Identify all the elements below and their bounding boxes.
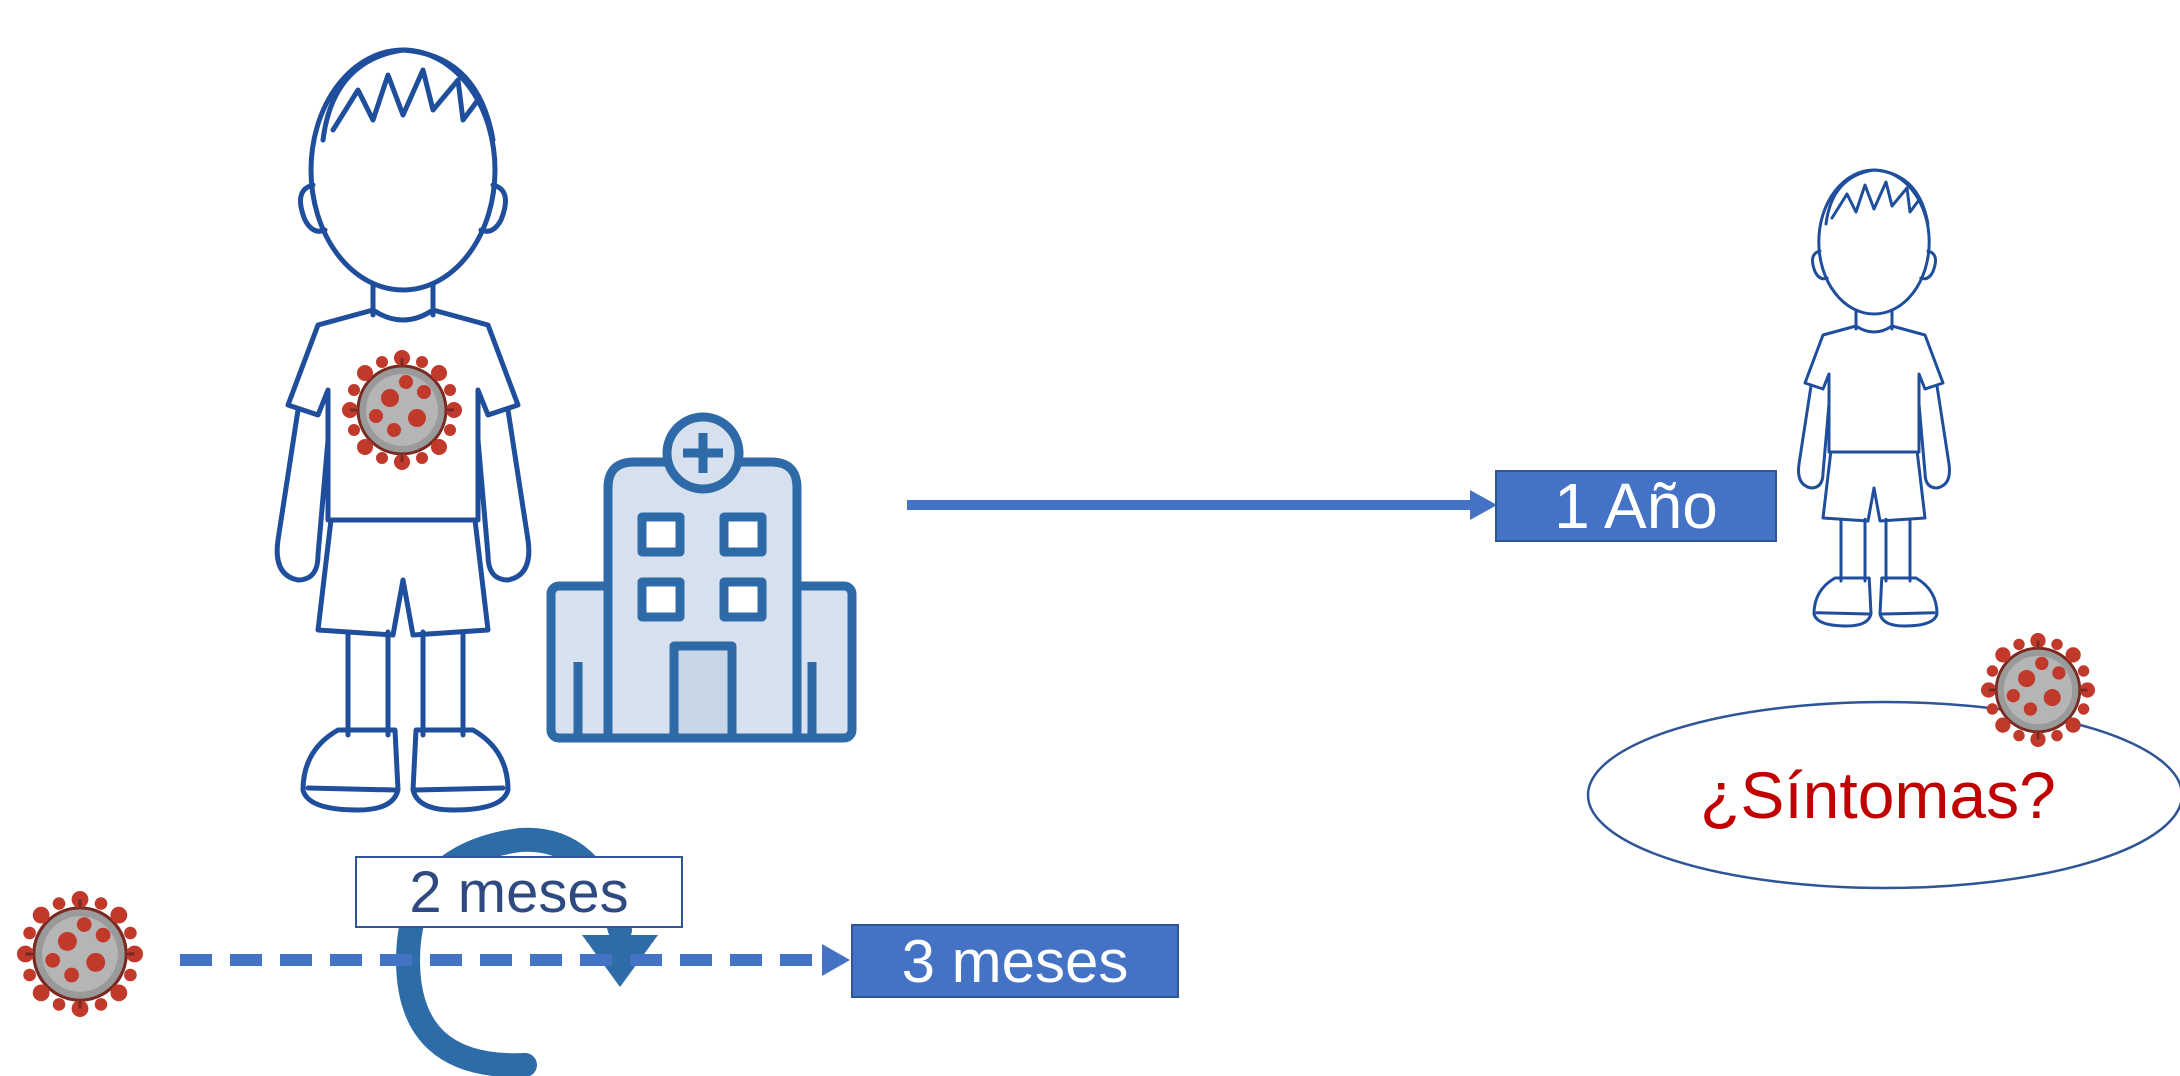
one-year-label: 1 Año bbox=[1495, 470, 1777, 542]
timeline-arrow-one-year bbox=[907, 490, 1497, 520]
child-figure-icon bbox=[1796, 168, 1952, 628]
coronavirus-icon bbox=[1979, 631, 2097, 749]
symptoms-text: ¿Síntomas? bbox=[1700, 758, 2056, 832]
two-months-label: 2 meses bbox=[355, 856, 683, 928]
coronavirus-icon bbox=[340, 348, 464, 472]
coronavirus-icon bbox=[15, 889, 145, 1019]
symptoms-ellipse bbox=[1586, 700, 2180, 890]
timeline-arrow-three-months bbox=[180, 944, 850, 976]
hospital-icon bbox=[546, 412, 857, 743]
three-months-label: 3 meses bbox=[851, 924, 1179, 998]
